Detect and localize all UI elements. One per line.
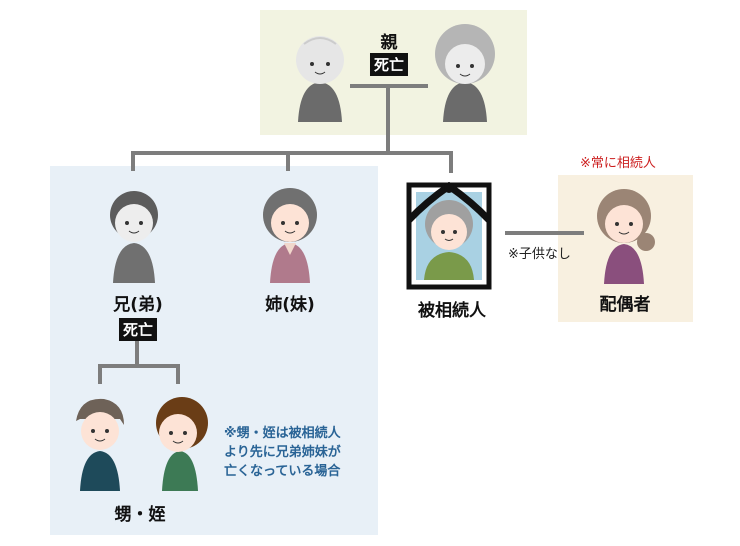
father-figure xyxy=(296,36,344,122)
children-bar xyxy=(131,151,453,155)
brother-stem xyxy=(135,340,139,366)
spouse-figure xyxy=(597,189,655,284)
parents-label: 親 xyxy=(380,33,398,53)
sister-drop xyxy=(286,151,290,171)
deceased-label: 被相続人 xyxy=(418,301,486,321)
parents-stem xyxy=(386,84,390,155)
note-line: より先に兄弟姉妹が xyxy=(224,445,341,460)
spouse-always-heir-note: ※常に相続人 xyxy=(580,156,656,171)
brother-label: 兄(弟) xyxy=(113,295,163,315)
sister-label: 姉(妹) xyxy=(265,295,315,315)
sister-figure xyxy=(263,188,317,283)
note-line: 亡くなっている場合 xyxy=(224,464,341,479)
parents-deceased-badge: 死亡 xyxy=(369,53,409,76)
deceased-portrait xyxy=(406,182,492,290)
nephew-drop xyxy=(98,364,102,384)
nephew-bar xyxy=(98,364,180,368)
niece-drop xyxy=(176,364,180,384)
no-children-note: ※子供なし xyxy=(508,247,571,262)
brother-deceased-badge: 死亡 xyxy=(118,318,158,341)
mother-figure xyxy=(435,24,495,122)
nephew-niece-note: ※甥・姪は被相続人 より先に兄弟姉妹が 亡くなっている場合 xyxy=(224,424,341,481)
niece-figure xyxy=(156,397,208,491)
brother-figure xyxy=(110,191,158,283)
note-line: ※甥・姪は被相続人 xyxy=(224,426,341,441)
nephew-figure xyxy=(76,398,124,491)
spouse-connector xyxy=(505,231,584,235)
spouse-label: 配偶者 xyxy=(599,295,651,315)
deceased-drop xyxy=(449,151,453,173)
brother-drop xyxy=(131,151,135,171)
nephew-niece-label: 甥・姪 xyxy=(114,505,166,525)
